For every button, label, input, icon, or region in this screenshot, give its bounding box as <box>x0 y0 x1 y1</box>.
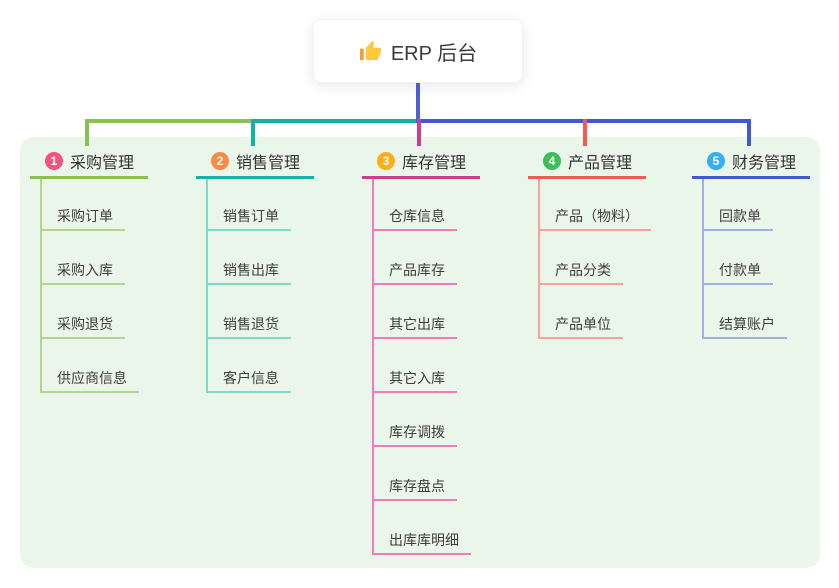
branch-4-stem-line <box>538 179 540 339</box>
child-node[interactable]: 仓库信息 <box>372 203 457 231</box>
child-node[interactable]: 采购订单 <box>40 203 125 231</box>
root-title: ERP 后台 <box>390 42 478 65</box>
root-node[interactable]: ERP 后台 <box>313 19 523 83</box>
branch-5-drop-line <box>747 119 751 146</box>
branch-1-drop-line <box>85 119 89 146</box>
branch-2-stem-line <box>206 179 208 393</box>
bus-segment-green <box>85 119 253 123</box>
child-node[interactable]: 采购入库 <box>40 257 125 285</box>
branch-2-label: 销售管理 <box>236 155 301 172</box>
child-node[interactable]: 库存调拨 <box>372 419 457 447</box>
branch-2-badge: 2 <box>211 152 229 170</box>
child-node[interactable]: 回款单 <box>702 203 773 231</box>
branch-4-header[interactable]: 4 产品管理 <box>528 146 647 179</box>
child-node[interactable]: 销售出库 <box>206 257 291 285</box>
child-node[interactable]: 结算账户 <box>702 311 787 339</box>
bus-segment-teal <box>251 119 420 123</box>
child-node[interactable]: 客户信息 <box>206 365 291 393</box>
child-node[interactable]: 产品单位 <box>538 311 623 339</box>
child-node[interactable]: 供应商信息 <box>40 365 139 393</box>
child-node[interactable]: 采购退货 <box>40 311 125 339</box>
child-node[interactable]: 付款单 <box>702 257 773 285</box>
branch-5-stem-line <box>702 179 704 339</box>
branch-3-label: 库存管理 <box>402 155 467 172</box>
child-node[interactable]: 销售订单 <box>206 203 291 231</box>
branch-3-header[interactable]: 3 库存管理 <box>362 146 481 179</box>
child-node[interactable]: 产品库存 <box>372 257 457 285</box>
branches-panel <box>20 137 820 568</box>
branch-5-label: 财务管理 <box>732 155 797 172</box>
branch-1-badge: 1 <box>45 152 63 170</box>
child-node[interactable]: 销售退货 <box>206 311 291 339</box>
branch-3-drop-line <box>417 119 421 146</box>
branch-4-label: 产品管理 <box>568 155 633 172</box>
branch-4-badge: 4 <box>543 152 561 170</box>
thumbs-up-icon <box>359 40 382 63</box>
branch-1-stem-line <box>40 179 42 393</box>
child-node[interactable]: 其它出库 <box>372 311 457 339</box>
branch-1-label: 采购管理 <box>70 155 135 172</box>
child-node[interactable]: 产品分类 <box>538 257 623 285</box>
branch-2-header[interactable]: 2 销售管理 <box>196 146 315 179</box>
branch-5-header[interactable]: 5 财务管理 <box>692 146 811 179</box>
child-node[interactable]: 库存盘点 <box>372 473 457 501</box>
branch-3-stem-line <box>372 179 374 555</box>
child-node[interactable]: 出库库明细 <box>372 527 471 555</box>
branch-3-badge: 3 <box>377 152 395 170</box>
branch-5-badge: 5 <box>707 152 725 170</box>
branch-2-drop-line <box>251 119 255 146</box>
child-node[interactable]: 其它入库 <box>372 365 457 393</box>
child-node[interactable]: 产品（物料） <box>538 203 651 231</box>
branch-1-header[interactable]: 1 采购管理 <box>30 146 149 179</box>
root-connector-line <box>416 83 420 121</box>
branch-4-drop-line <box>583 119 587 146</box>
